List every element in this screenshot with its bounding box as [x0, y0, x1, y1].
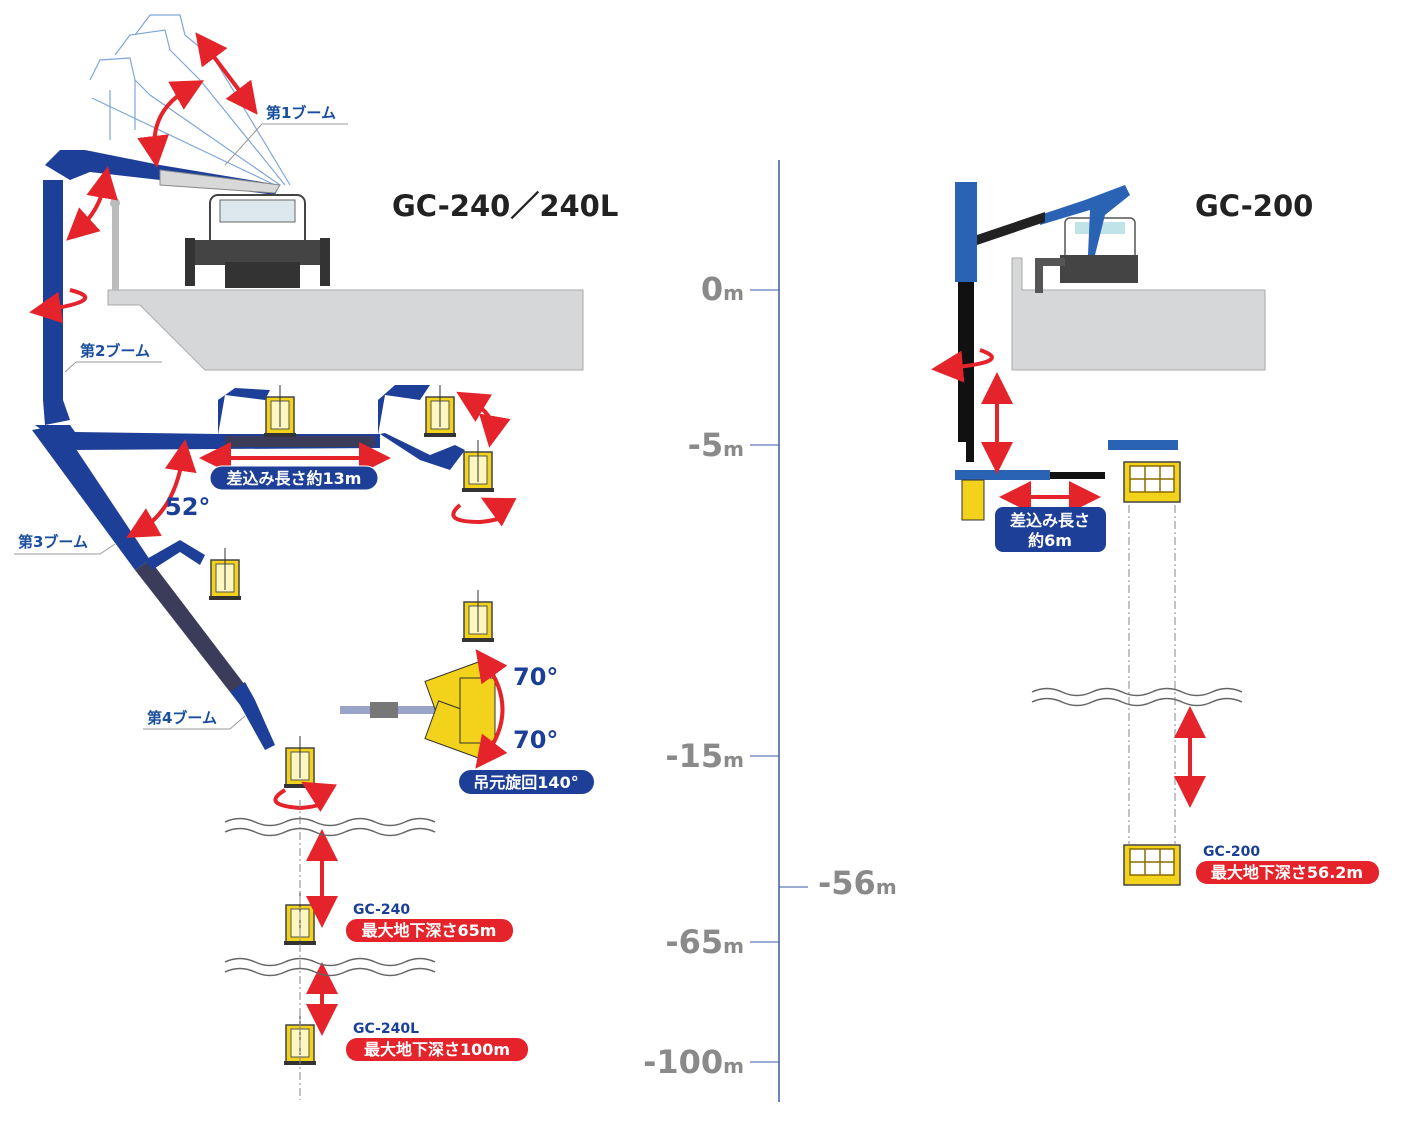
- insert-length-line1: 差込み長さ: [1010, 511, 1090, 530]
- ground-slab: [107, 289, 584, 371]
- rotation-badge: [459, 770, 594, 794]
- gc200-mast: [955, 182, 977, 282]
- truck-gc200: [1035, 185, 1138, 293]
- boom-label-2: 第2ブーム: [80, 342, 150, 360]
- depth-break-wave: [224, 817, 436, 837]
- motion-arrows: [29, 32, 517, 1036]
- motion-arrows: [931, 348, 1206, 808]
- boom-2: [43, 180, 70, 425]
- scale-tick-minus-65m: -65m: [665, 923, 744, 961]
- basket: [461, 439, 495, 493]
- right-diagram: GC-200 差込み長さ 約6m GC-200 最大地下深さ56.2m: [931, 182, 1379, 886]
- depth-model-gc240l: GC-240L: [353, 1021, 419, 1037]
- left-diagram: GC-240／240L 第1ブーム 第2ブーム 第3ブーム 第4ブーム 差込み長…: [14, 14, 618, 1100]
- rotation-angle-down: 70°: [513, 726, 558, 754]
- guardrail-post: [112, 205, 119, 290]
- scale-tick-minus-15m: -15m: [665, 737, 744, 775]
- truck-gc240: [185, 194, 330, 288]
- scale-tick-minus-100m: -100m: [643, 1043, 744, 1081]
- scale-tick-0m: 0m: [701, 270, 744, 308]
- depth-text-gc240: 最大地下深さ65m: [362, 921, 497, 940]
- boom-label-1: 第1ブーム: [266, 104, 336, 122]
- depth-badge-gc200: [1196, 861, 1379, 884]
- insert-length-text: 差込み長さ約13m: [227, 469, 362, 488]
- gc200-vertical-boom: [958, 282, 966, 442]
- depth-text-gc200: 最大地下深さ56.2m: [1211, 863, 1363, 882]
- basket: [208, 547, 242, 601]
- boom-4: [230, 682, 275, 750]
- boom-1-extension: [159, 169, 281, 194]
- depth-scale: 0m -5m -15m -56m -65m -100m: [643, 160, 897, 1102]
- insert-length-badge-gc200: [995, 507, 1106, 552]
- boom-angle-label: 52°: [165, 493, 210, 521]
- depth-badge-gc240: [346, 919, 513, 942]
- horizontal-boom-extension: [225, 436, 375, 447]
- insert-length-line2: 約6m: [1028, 531, 1072, 550]
- scale-tick-minus-56m: -56m: [818, 864, 897, 902]
- rotation-text: 吊元旋回140°: [473, 773, 578, 792]
- model-title-gc240: GC-240／240L: [392, 189, 618, 223]
- basket: [461, 589, 495, 643]
- boom-label-3: 第3ブーム: [18, 533, 88, 551]
- boom-label-4: 第4ブーム: [147, 709, 217, 727]
- basket: [263, 384, 297, 438]
- boom-3-extension: [135, 560, 245, 692]
- basket: [283, 735, 317, 789]
- depth-badge-gc240l: [346, 1038, 528, 1061]
- rotating-basket-group: [340, 660, 496, 760]
- rotation-angle-up: 70°: [513, 663, 558, 691]
- ground-slab: [1011, 257, 1266, 371]
- depth-break-wave: [1031, 687, 1243, 707]
- basket: [1123, 461, 1181, 503]
- model-title-gc200: GC-200: [1195, 189, 1313, 223]
- gc200-horizontal-boom: [955, 470, 1050, 480]
- boom-3: [32, 425, 150, 570]
- scale-tick-minus-5m: -5m: [688, 426, 744, 464]
- basket: [423, 384, 457, 438]
- depth-model-gc240: GC-240: [353, 902, 410, 918]
- insert-length-badge: [209, 465, 379, 491]
- depth-text-gc240l: 最大地下深さ100m: [364, 1040, 510, 1059]
- depth-break-wave: [224, 957, 436, 977]
- basket: [1123, 844, 1181, 886]
- depth-model-gc200: GC-200: [1203, 844, 1260, 860]
